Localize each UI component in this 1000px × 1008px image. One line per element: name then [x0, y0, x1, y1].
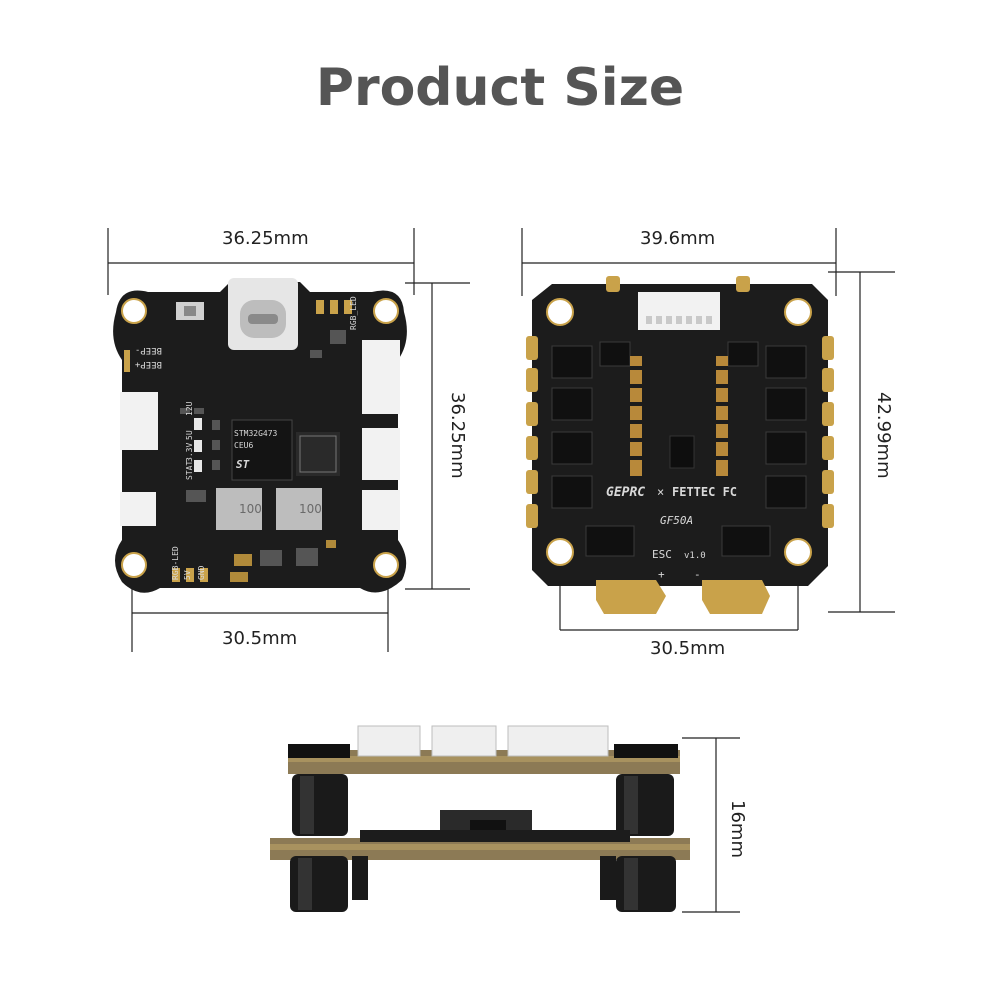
silk-brand-geprc: GEPRC [606, 485, 645, 500]
usb-c-port [228, 278, 298, 350]
silk-rgb-led-bottom: RGB-LED [171, 546, 180, 580]
silk-stat: STAT [185, 461, 194, 480]
esc-width-label: 39.6mm [640, 228, 716, 249]
esc-mount-label: 30.5mm [650, 638, 726, 659]
silk-beep-minus: BEEP- [135, 345, 162, 355]
silk-mcu-code: CEU6 [234, 441, 253, 450]
stack-side-view [270, 725, 740, 913]
fc-width-label: 36.25mm [222, 228, 309, 249]
silk-model: GF50A [660, 514, 693, 527]
silk-mcu: STM32G473 [234, 429, 278, 438]
silk-5v-b: 5U [185, 430, 194, 440]
silk-12v: 12U [185, 401, 194, 416]
fc-height-label: 36.25mm [447, 392, 468, 479]
esc-height-label: 42.99mm [873, 392, 894, 479]
silk-beep-plus: BEEP+ [134, 359, 162, 369]
fc-mount-label: 30.5mm [222, 628, 298, 649]
esc-motor-pads [526, 336, 834, 528]
esc-dimension-lines [521, 228, 895, 631]
silk-brand-fettec: FETTEC FC [672, 485, 737, 499]
esc-power-pad-positive [596, 580, 666, 614]
esc-power-pad-negative [702, 580, 770, 614]
page-title: Product Size [315, 58, 685, 118]
silk-rgb-led-top: RGB_LED [349, 296, 358, 330]
st-logo: ST [236, 458, 250, 471]
fc-board: BEEP- BEEP+ STM32G473 CEU6 ST RGB_LED RG… [107, 228, 470, 652]
silk-5v: 5V [183, 570, 192, 580]
silk-cross: × [657, 485, 664, 499]
fc-mounting-holes [121, 298, 399, 578]
silk-plus: + [658, 568, 665, 581]
stack-dimension-lines [682, 737, 740, 913]
fc-connectors [120, 340, 400, 530]
silk-3v3: 3.3V [185, 443, 194, 462]
inductor-1-label: 100 [239, 502, 262, 516]
inductor-2 [276, 488, 322, 530]
inductor-2-label: 100 [299, 502, 322, 516]
silk-minus: - [694, 568, 701, 581]
inductor-1 [216, 488, 262, 530]
silk-version: v1.0 [684, 551, 706, 561]
silk-gnd: GND [197, 565, 206, 580]
esc-mounting-holes [546, 298, 812, 566]
stack-height-label: 16mm [727, 800, 748, 858]
silk-esc: ESC [652, 548, 672, 561]
esc-board: GEPRC × FETTEC FC GF50A ESC v1.0 + - [521, 228, 895, 631]
